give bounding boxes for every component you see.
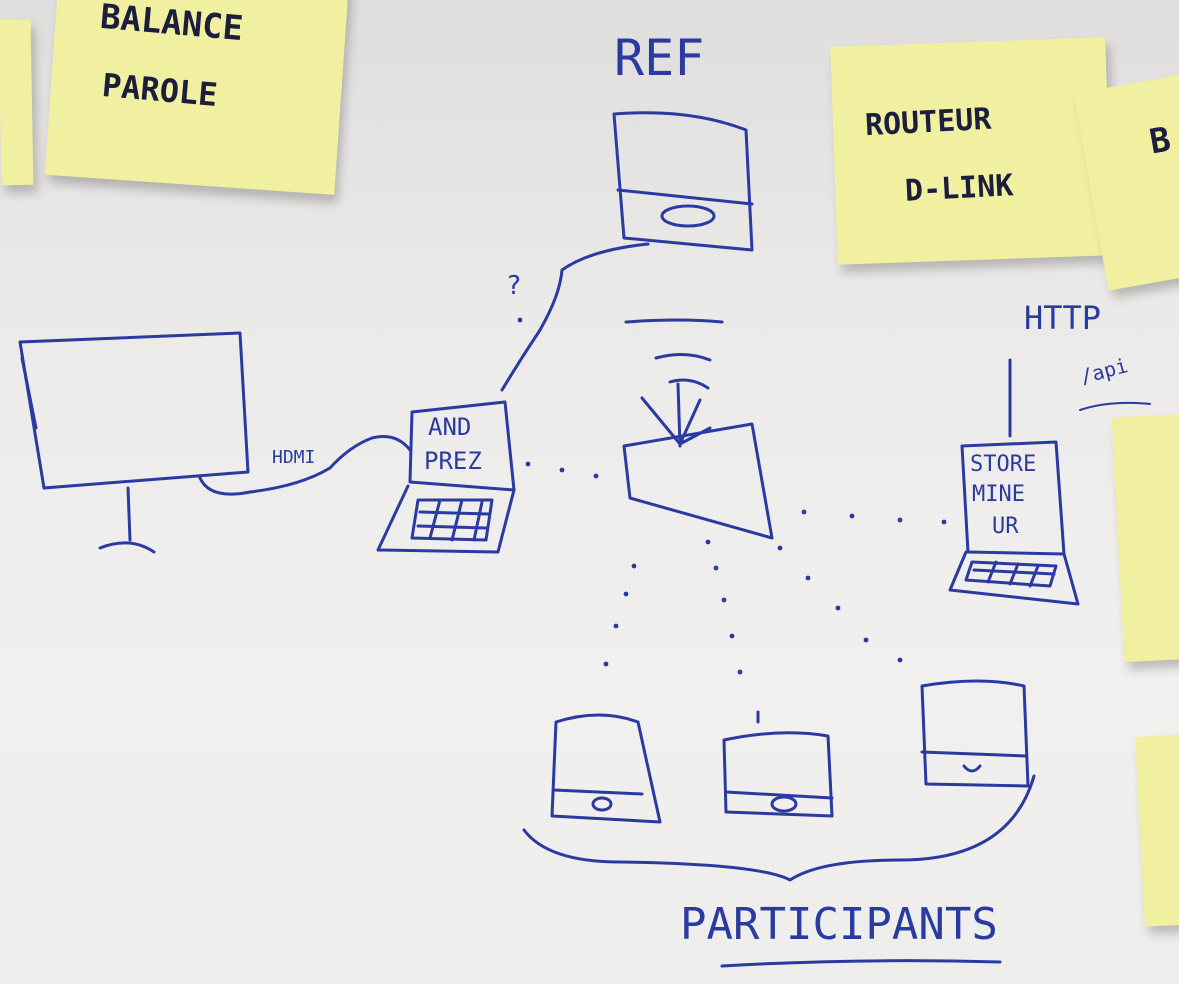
hdmi-label: HDMI <box>272 447 316 468</box>
hdmi-cable <box>198 435 412 496</box>
participants-brace <box>522 774 1036 882</box>
presenter-laptop-label-line1: AND <box>428 413 472 441</box>
participant-device-2-icon <box>722 710 834 818</box>
participants-label: PARTICIPANTS <box>680 899 998 950</box>
store-laptop-icon <box>948 440 1080 606</box>
participant-device-1-icon <box>550 713 662 824</box>
participant-device-3-icon <box>920 679 1030 788</box>
http-label: HTTP <box>1024 299 1102 337</box>
wifi-router-icon <box>622 318 774 540</box>
store-laptop-label-line3: UR <box>992 514 1019 539</box>
projection-screen-icon <box>18 331 250 554</box>
ref-link-cable <box>500 242 650 392</box>
store-laptop-label-line1: STORE <box>970 452 1037 477</box>
store-laptop-label-line2: MINE <box>972 482 1025 507</box>
participants-underline <box>720 959 1002 968</box>
presenter-laptop-icon <box>376 400 516 554</box>
ref-label: REF <box>614 29 705 87</box>
presenter-laptop-label-line2: PREZ <box>424 447 482 475</box>
ref-device-icon <box>612 111 754 252</box>
wireless-links <box>517 317 947 675</box>
question-mark: ? <box>506 271 522 301</box>
